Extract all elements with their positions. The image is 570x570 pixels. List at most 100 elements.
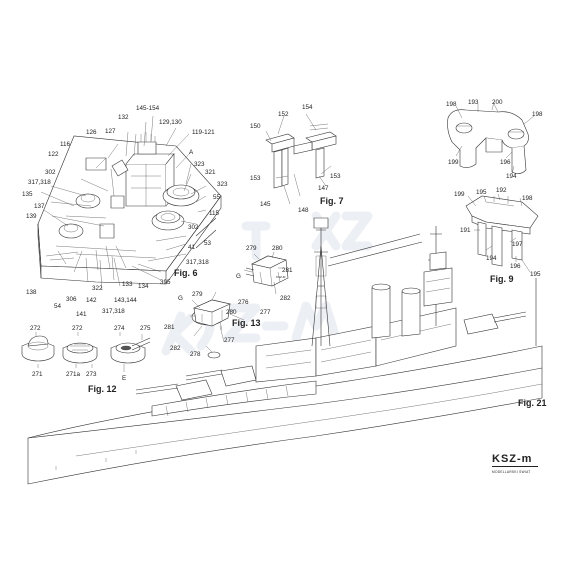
- fig9-label: 195: [476, 189, 487, 196]
- fig9-label: 200: [492, 99, 503, 106]
- fig6-label: 55: [213, 194, 221, 201]
- fig6-label: 122: [48, 151, 59, 158]
- fig12-label: 274: [114, 325, 125, 332]
- fig7-label: 153: [330, 173, 341, 180]
- fig6-label: 139: [26, 213, 37, 220]
- fig9-label: 192: [496, 187, 507, 194]
- fig6-label: A: [189, 149, 194, 156]
- fig12-label: E: [122, 375, 126, 382]
- fig9-labels: 198 193 200 198 199 196 194 199 195 192 …: [446, 99, 543, 284]
- fig12-drawing: [21, 332, 151, 372]
- brand-logo: KSZ-m MODELLARSKI SWIAT: [492, 453, 538, 474]
- fig9-label: 195: [530, 271, 541, 278]
- fig13-label: 278: [190, 351, 201, 358]
- fig6-label: 321: [205, 169, 216, 176]
- fig6-label: 142: [86, 297, 97, 304]
- fig7-label: 147: [318, 185, 329, 192]
- logo-rule: [492, 466, 538, 467]
- fig6-label: 133: [122, 281, 133, 288]
- fig6-label: 306: [66, 296, 77, 303]
- fig13-label: 282: [170, 345, 181, 352]
- fig6-label: 141: [76, 311, 87, 318]
- fig6-label: 132: [118, 114, 129, 121]
- fig6-caption: Fig. 6: [174, 268, 198, 278]
- fig12-labels: 272 272 274 275 271 271a 273 E Fig. 12: [30, 325, 151, 394]
- fig7-labels: 154 152 150 153 153 147 145 148 Fig. 7: [250, 104, 344, 214]
- fig7-label: 145: [260, 201, 271, 208]
- fig6-label: 138: [26, 289, 37, 296]
- fig6-label: 134: [138, 283, 149, 290]
- fig13-label: 281: [164, 324, 175, 331]
- fig12-label: 275: [140, 325, 151, 332]
- fig6-label: 53: [204, 240, 212, 247]
- fig6-label: 115: [209, 210, 220, 217]
- fig6-label: 129,130: [159, 119, 182, 126]
- fig9-label: 198: [446, 101, 457, 108]
- fig6-label: 317,318: [102, 308, 125, 315]
- fig13-label: 276: [238, 299, 249, 306]
- fig12-label: 271a: [66, 371, 81, 378]
- fig6-label: 323: [194, 161, 205, 168]
- fig21-drawing: [27, 217, 543, 485]
- fig7-label: 153: [250, 175, 261, 182]
- watermark: [161, 211, 373, 356]
- fig9-label: 191: [460, 227, 471, 234]
- fig7-label: 152: [278, 111, 289, 118]
- fig6-label: 119-121: [192, 129, 215, 136]
- fig13-caption: Fig. 13: [232, 318, 261, 328]
- fig6-label: 135: [22, 191, 33, 198]
- fig13-drawing: [190, 251, 289, 359]
- fig13-label: 281: [282, 267, 293, 274]
- fig13-label: 282: [280, 295, 291, 302]
- fig12-label: 272: [72, 325, 83, 332]
- fig13-label: 280: [272, 245, 283, 252]
- fig6-label: 127: [105, 128, 116, 135]
- fig6-label: 302: [45, 169, 56, 176]
- fig9-label: 196: [500, 159, 511, 166]
- fig6-label: 323: [217, 181, 228, 188]
- fig13-label: 279: [192, 291, 203, 298]
- fig7-drawing: [265, 113, 337, 205]
- fig12-caption: Fig. 12: [88, 384, 117, 394]
- fig6-label: 41: [188, 244, 196, 251]
- instruction-sheet: 145-154 132 129,130 126 127 119-121 116 …: [16, 46, 554, 522]
- fig21-caption: Fig. 21: [518, 398, 547, 408]
- fig13-label: 277: [260, 309, 271, 316]
- fig9-label: 194: [506, 173, 517, 180]
- fig6-drawing: [37, 115, 222, 291]
- fig13-label: G: [236, 273, 241, 280]
- fig13-label: 277: [224, 337, 235, 344]
- fig12-label: 272: [30, 325, 41, 332]
- fig6-label: 116: [60, 141, 71, 148]
- fig6-label: 322: [92, 285, 103, 292]
- fig7-label: 154: [302, 104, 313, 111]
- fig9-label: 198: [522, 195, 533, 202]
- logo-subtitle: MODELLARSKI SWIAT: [492, 470, 531, 474]
- fig6-label: 145-154: [136, 105, 160, 112]
- watermark-text: KSZ-M: [276, 275, 286, 279]
- fig9-label: 193: [468, 99, 479, 106]
- fig7-caption: Fig. 7: [320, 196, 344, 206]
- fig9-drawing: [447, 101, 539, 273]
- fig6-label: 395: [160, 279, 171, 286]
- fig9-label: 194: [486, 255, 497, 262]
- fig6-labels: 145-154 132 129,130 126 127 119-121 116 …: [22, 105, 228, 318]
- fig7-label: 148: [298, 207, 309, 214]
- fig9-label: 196: [510, 263, 521, 270]
- fig9-label: 199: [454, 191, 465, 198]
- fig6-label: 137: [34, 203, 45, 210]
- fig13-label: 279: [246, 245, 257, 252]
- fig13-labels: 279 G 280 281 282 G 279 276 281 280 277 …: [164, 245, 293, 358]
- logo-title: KSZ-m: [492, 453, 532, 465]
- fig6-label: 54: [54, 303, 62, 310]
- fig7-label: 150: [250, 123, 261, 130]
- fig13-label: G: [178, 295, 183, 302]
- fig13-label: 280: [226, 309, 237, 316]
- fig6-label: 317,318: [186, 259, 209, 266]
- fig9-caption: Fig. 9: [490, 274, 514, 284]
- fig6-label: 126: [86, 129, 97, 136]
- fig12-label: 273: [86, 371, 97, 378]
- fig9-label: 197: [512, 241, 523, 248]
- fig9-label: 198: [532, 111, 543, 118]
- fig12-label: 271: [32, 371, 43, 378]
